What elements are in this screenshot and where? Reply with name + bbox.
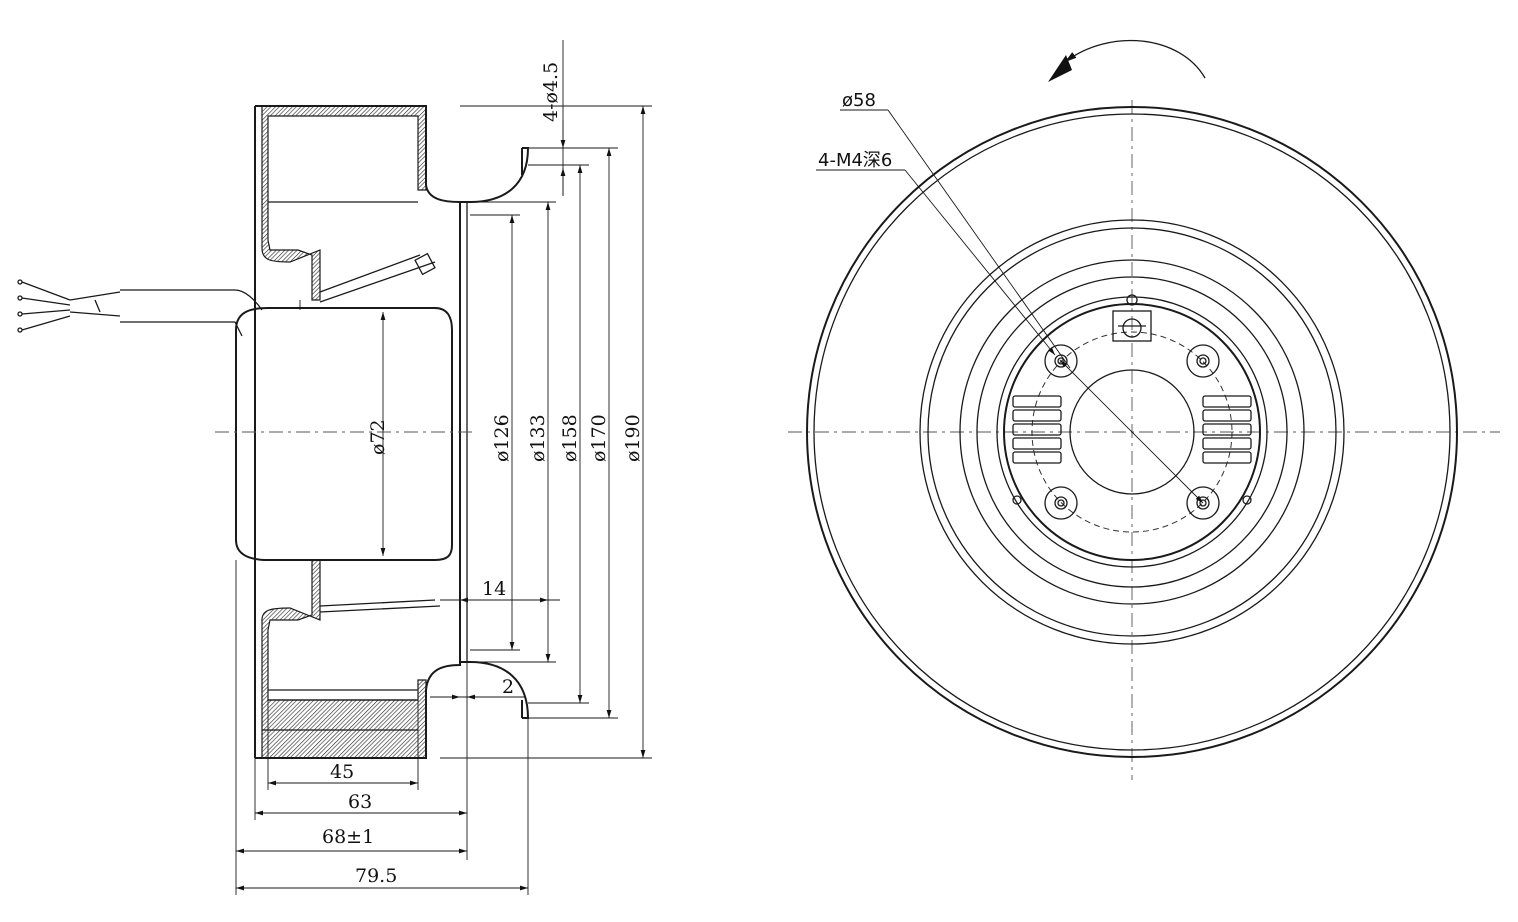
- shroud-ring: [919, 219, 1345, 645]
- shroud-top-section: [255, 105, 427, 301]
- inlet-ring-bottom: [460, 661, 530, 719]
- dia-170-label: ø170: [588, 414, 610, 462]
- width-79-label: 79.5: [355, 865, 397, 887]
- bolt-circle: [1031, 331, 1233, 533]
- offset-2-label: 2: [502, 676, 514, 698]
- cable: [120, 289, 263, 337]
- cable-gland: [1112, 310, 1152, 342]
- side-view: 4-ø4.5 ø72 ø126 ø133 ø158 ø170 ø190 14 2…: [17, 40, 652, 895]
- dia-158-label: ø158: [559, 414, 581, 462]
- offset-14-label: 14: [482, 578, 506, 600]
- dia-72-label: ø72: [367, 419, 389, 455]
- width-63-label: 63: [348, 791, 372, 813]
- vent-slots-right: [1202, 395, 1252, 464]
- motor-flange: [1003, 303, 1261, 561]
- rotation-arrow-icon: [1064, 39, 1206, 79]
- hole-spec-label: 4-ø4.5: [540, 62, 562, 122]
- dia-190-label: ø190: [622, 414, 644, 462]
- shroud-outer-top: [255, 105, 461, 210]
- width-45-label: 45: [330, 761, 354, 783]
- dia-133-label: ø133: [527, 414, 549, 462]
- motor-body: [235, 307, 453, 561]
- mount-boss-tr: [1186, 344, 1220, 378]
- thread-spec-label: 4-M4深6: [818, 150, 892, 171]
- inlet-ring-top: [460, 147, 530, 203]
- vent-slots-left: [1012, 395, 1062, 464]
- front-view: ø58 4-M4深6: [788, 39, 1500, 780]
- shroud-outer-bottom: [255, 660, 461, 759]
- mount-boss-br: [1186, 486, 1220, 520]
- width-68-label: 68±1: [322, 826, 374, 848]
- shroud-bottom-section: [255, 559, 427, 759]
- outer-disc: [806, 106, 1458, 758]
- bolt-circle-label: ø58: [842, 90, 876, 111]
- cable-wires: [17, 279, 71, 333]
- dia-126-label: ø126: [491, 414, 513, 462]
